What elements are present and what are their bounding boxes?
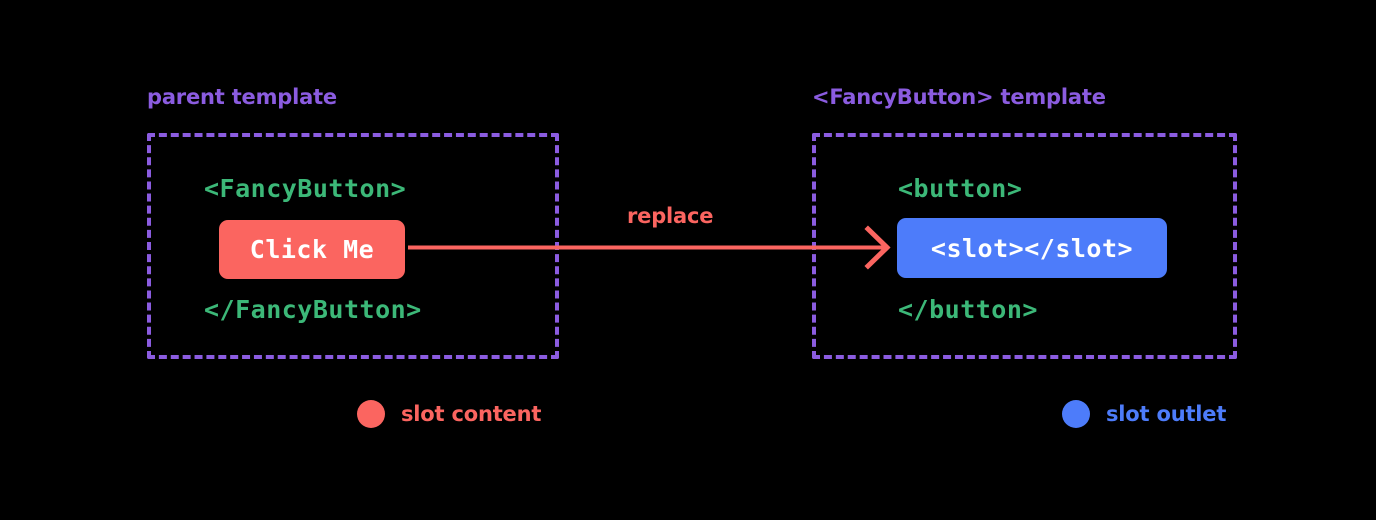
slot-outlet-chip: <slot></slot> — [897, 218, 1167, 278]
slot-content-circle-icon — [357, 400, 385, 428]
arrow-right-icon — [408, 225, 891, 270]
button-close-tag: </button> — [898, 295, 1038, 324]
parent-template-caption: parent template — [147, 85, 337, 109]
parent-close-tag: </FancyButton> — [204, 295, 422, 324]
legend-label-slot-content: slot content — [401, 402, 542, 426]
replace-label: replace — [627, 204, 714, 228]
parent-open-tag: <FancyButton> — [204, 174, 407, 203]
slot-content-chip: Click Me — [219, 220, 405, 279]
legend-item-slot-outlet: slot outlet — [1062, 400, 1226, 428]
fancybutton-template-caption: <FancyButton> template — [812, 85, 1106, 109]
legend-label-slot-outlet: slot outlet — [1106, 402, 1227, 426]
legend-item-slot-content: slot content — [357, 400, 541, 428]
button-open-tag: <button> — [898, 174, 1023, 203]
slot-outlet-circle-icon — [1062, 400, 1090, 428]
